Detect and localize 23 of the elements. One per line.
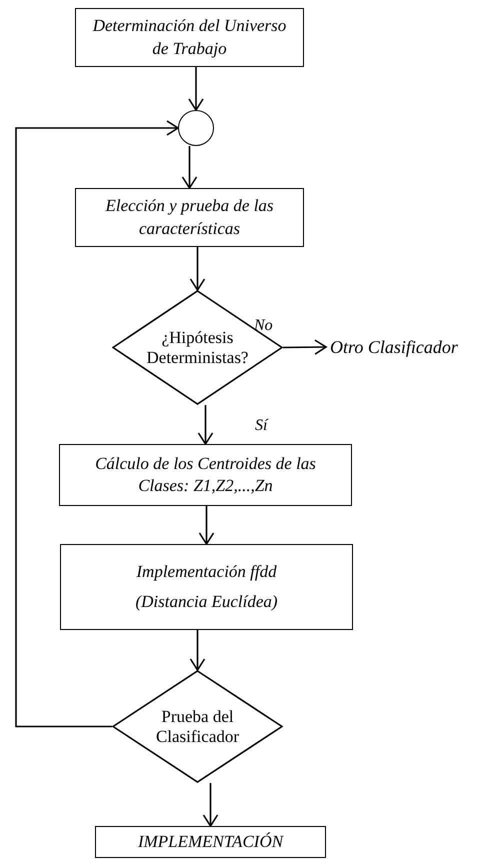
decision-text: ¿Hipótesis Deterministas?: [146, 328, 248, 368]
arrow: [182, 146, 198, 189]
arrow: [190, 247, 206, 291]
process-box: [60, 544, 353, 630]
box-text: (Distancia Euclídea): [135, 591, 278, 613]
arrow: [202, 783, 218, 827]
box-text: Implementación ffdd: [136, 560, 277, 583]
decision-text: Prueba del Clasificador: [154, 706, 240, 746]
arrow: [283, 339, 327, 355]
box-text: IMPLEMENTACIÓN: [138, 830, 284, 853]
process-box: [95, 826, 326, 858]
arrow: [190, 630, 206, 671]
box-text: Determinación del Universo de Trabajo: [92, 15, 287, 60]
arrow: [15, 120, 179, 728]
process-box: [59, 444, 352, 506]
arrow: [188, 67, 204, 111]
process-box: [75, 8, 304, 67]
process-box: [75, 188, 304, 247]
box-text: Cálculo de los Centroides de las Clases: Z1,Z2,...,Zn: [94, 452, 317, 497]
arrow: [198, 506, 214, 545]
arrow: [198, 405, 214, 445]
box-text: Elección y prueba de las características: [104, 195, 275, 240]
outcome-text: Otro Clasificador: [330, 336, 458, 358]
